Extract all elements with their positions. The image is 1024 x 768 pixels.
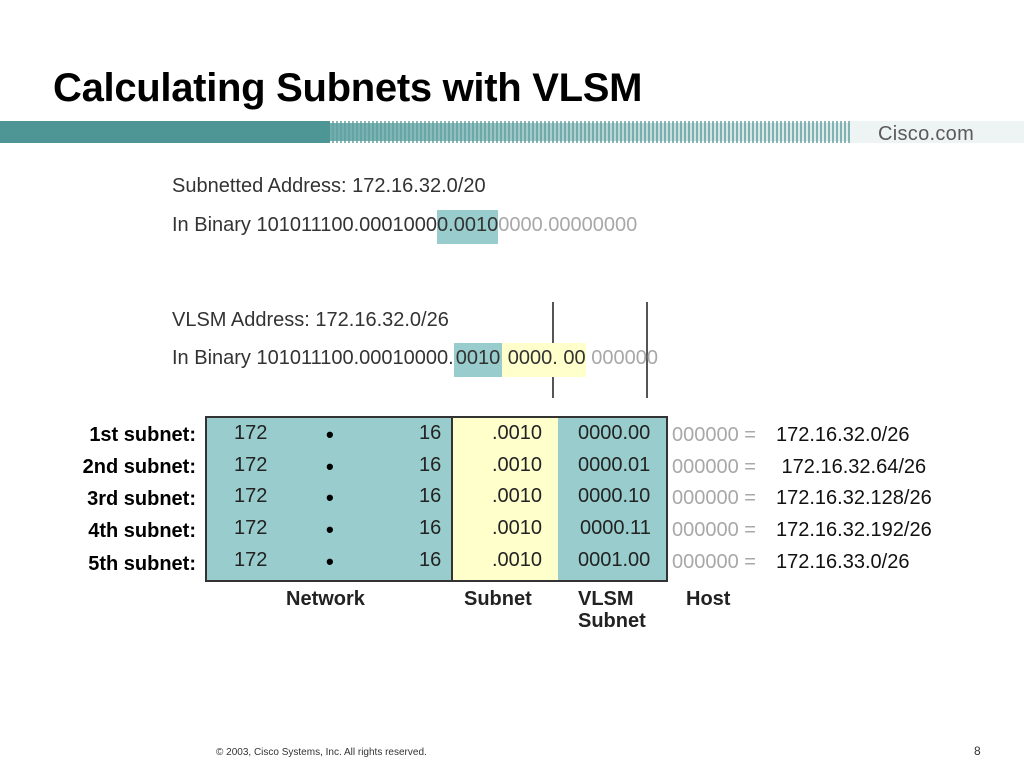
vlsm-binary-line: In Binary 101011100.00010000.0010 0000. … [172,343,658,377]
column-header-vlsm-line1: VLSM [578,588,634,610]
vlsm-binary-host: 000000 [585,347,658,369]
row2-octet2: 16 [419,454,442,476]
row1-result: 172.16.32.0/26 [776,424,910,446]
row-label-5: 5th subnet: [88,553,196,575]
row-label-2: 2nd subnet: [82,456,196,478]
column-header-vlsm: VLSM Subnet [578,588,646,632]
row3-vlsm: 0000.10 [578,485,651,507]
column-header-subnet: Subnet [464,588,532,610]
row4-vlsm: 0000.11 [580,517,651,539]
row-label-1: 1st subnet: [89,424,196,446]
row2-vlsm: 0000.01 [578,454,651,476]
subnet-column-block [451,416,560,582]
row1-host: 000000 = [672,424,756,446]
subnetted-binary-highlight: 0.0010 [437,210,499,244]
row2-host: 000000 = [672,456,756,478]
row-label-4: 4th subnet: [88,520,196,542]
row5-subnet: .0010 [492,549,543,571]
row2-dot: • [326,454,334,479]
row4-result: 172.16.32.192/26 [776,519,932,541]
row3-octet1: 172 [234,485,268,507]
column-header-vlsm-line2: Subnet [578,610,646,632]
brand-logo-text: Cisco.com [878,123,975,145]
vlsm-binary-subnet: 0010 [453,343,503,377]
row1-dot: • [326,422,334,447]
row3-octet2: 16 [419,485,442,507]
subnetted-binary-host: 0000.00000000 [498,214,638,236]
header-banner [0,121,1024,143]
row4-octet2: 16 [419,517,442,539]
column-header-network: Network [286,588,365,610]
row3-host: 000000 = [672,487,756,509]
row-label-3: 3rd subnet: [87,488,196,510]
row2-subnet: .0010 [492,454,543,476]
divider-line-right [646,302,648,398]
subnetted-address-label: Subnetted Address: 172.16.32.0/20 [172,175,486,197]
row5-octet1: 172 [234,549,268,571]
row1-octet1: 172 [234,422,268,444]
row3-subnet: .0010 [492,485,543,507]
copyright-footer: © 2003, Cisco Systems, Inc. All rights r… [216,747,427,758]
row3-dot: • [326,485,334,510]
subnetted-binary-prefix: In Binary 101011100.0001000 [172,214,438,236]
row5-result: 172.16.33.0/26 [776,551,910,573]
row5-octet2: 16 [419,549,442,571]
row4-dot: • [326,517,334,542]
vlsm-address-label: VLSM Address: 172.16.32.0/26 [172,309,449,331]
vlsm-binary-vlsm: 0000. 00 [502,343,586,377]
row4-host: 000000 = [672,519,756,541]
row5-vlsm: 0001.00 [578,549,651,571]
slide-title: Calculating Subnets with VLSM [53,66,643,110]
row2-octet1: 172 [234,454,268,476]
row2-result: 172.16.32.64/26 [776,456,927,478]
row1-octet2: 16 [419,422,442,444]
row5-dot: • [326,549,334,574]
row1-subnet: .0010 [492,422,543,444]
column-header-host: Host [686,588,731,610]
subnetted-binary-line: In Binary 101011100.00010000.00100000.00… [172,210,638,244]
page-number: 8 [974,744,981,758]
vlsm-binary-prefix: In Binary 101011100.00010000. [172,347,454,369]
network-column-block [205,416,453,582]
row3-result: 172.16.32.128/26 [776,487,932,509]
row4-octet1: 172 [234,517,268,539]
row4-subnet: .0010 [492,517,543,539]
vlsm-column-block [558,416,668,582]
row5-host: 000000 = [672,551,756,573]
row1-vlsm: 0000.00 [578,422,651,444]
